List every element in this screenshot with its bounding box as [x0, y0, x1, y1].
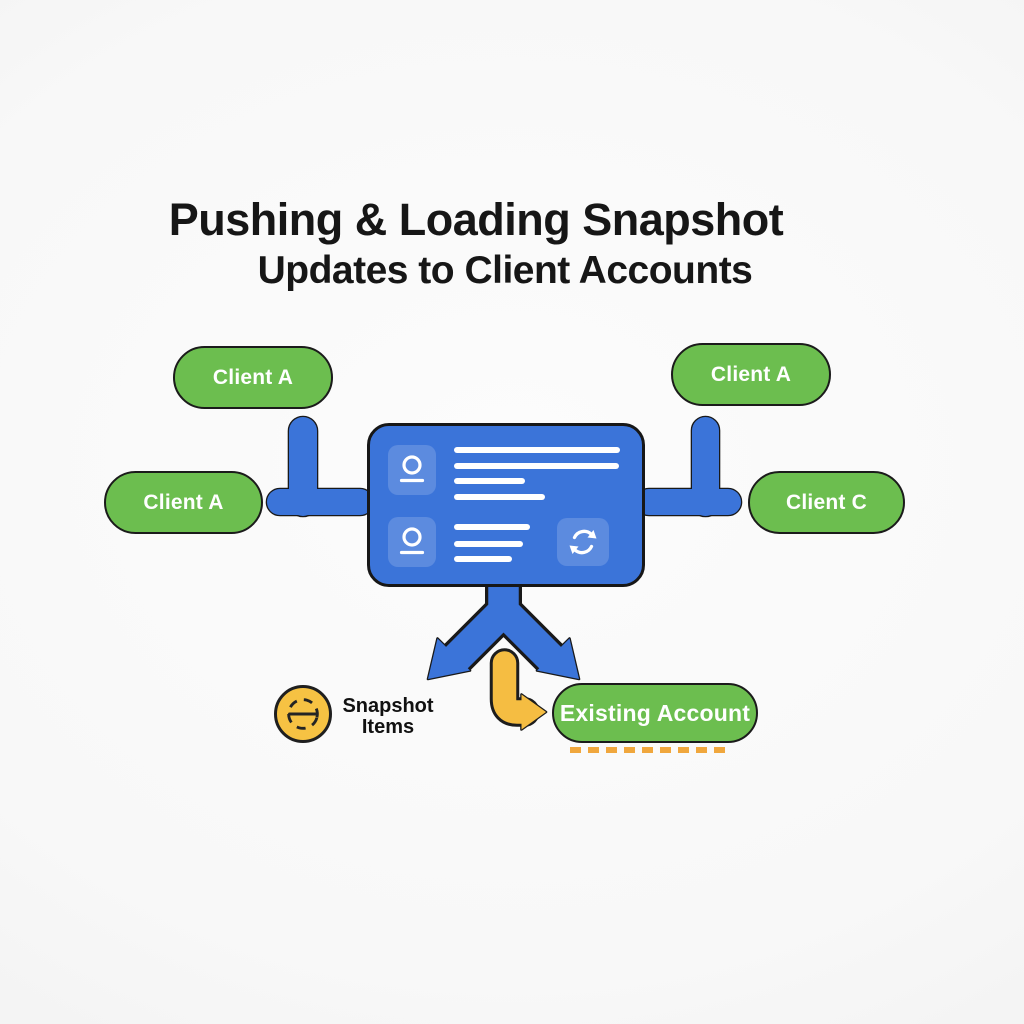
node-client-a-top-left: Client A	[173, 346, 333, 409]
node-label: Client A	[143, 490, 224, 514]
placeholder-text-line	[454, 463, 619, 469]
node-client-a-mid-left: Client A	[104, 471, 263, 534]
page-title-line-1: Pushing & Loading Snapshot	[168, 194, 784, 245]
user-icon	[388, 445, 436, 495]
node-client-a-top-right: Client A	[671, 343, 831, 406]
placeholder-text-line	[454, 541, 523, 547]
user-icon	[388, 517, 436, 567]
node-label: Client A	[212, 365, 294, 389]
fork-arrow-fill	[445, 583, 562, 670]
node-label: Client C	[786, 490, 867, 514]
placeholder-text-line	[454, 447, 620, 453]
snapshot-items-label: Snapshot Items	[336, 696, 440, 738]
page-title-line-2: Updates to Client Accounts	[257, 249, 753, 292]
placeholder-text-line	[454, 494, 545, 500]
node-label: Client A	[710, 362, 792, 386]
blue-pipe-connectors-fill	[267, 417, 741, 516]
dashed-circle-s-icon	[274, 685, 332, 743]
placeholder-text-line	[454, 478, 525, 484]
server-panel	[367, 423, 645, 587]
snapshot-items-line-2: Items	[361, 716, 415, 738]
fork-arrowheads-fill	[428, 638, 579, 679]
placeholder-text-line	[454, 556, 512, 562]
yellow-arrow-fill	[492, 651, 537, 724]
arrowhead-right-fill	[521, 694, 546, 730]
snapshot-items-line-1: Snapshot	[342, 695, 434, 717]
node-label: Existing Account	[559, 699, 751, 726]
sync-icon	[557, 518, 609, 566]
placeholder-text-line	[454, 524, 530, 530]
node-client-c-mid-right: Client C	[748, 471, 905, 534]
dashed-underline	[570, 747, 725, 753]
node-existing-account: Existing Account	[552, 683, 758, 743]
